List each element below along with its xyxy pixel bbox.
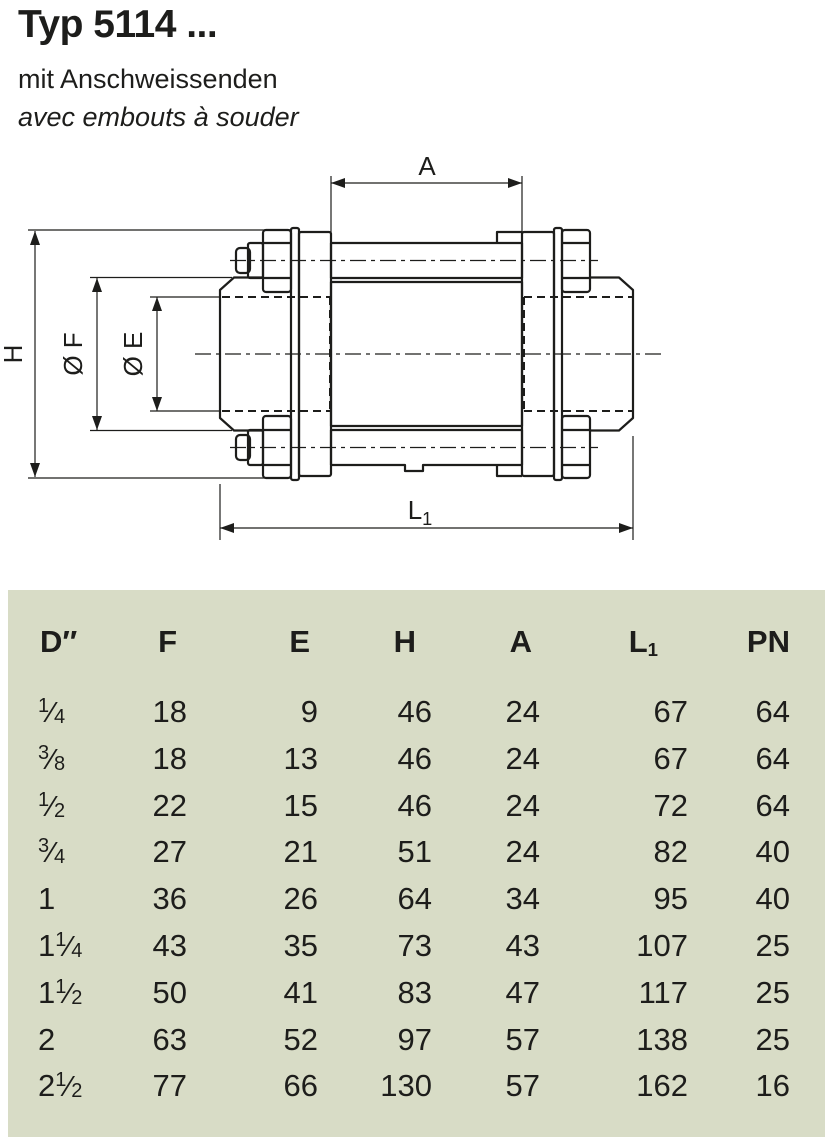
cell-f: 36 — [152, 881, 187, 917]
cell-l1: 67 — [653, 740, 688, 776]
cell-h: 46 — [397, 740, 432, 776]
cell-pn: 25 — [755, 1021, 790, 1057]
cell-pn: 16 — [755, 1068, 790, 1104]
dim-label-e: Ø E — [118, 332, 148, 377]
cell-pn: 25 — [755, 927, 790, 963]
dim-label-f: Ø F — [58, 332, 88, 375]
cell-pn: 64 — [755, 740, 790, 776]
cell-a: 43 — [505, 927, 540, 963]
dim-label-a: A — [418, 151, 436, 181]
cell-e: 35 — [283, 927, 318, 963]
dim-label-l1: L1 — [408, 495, 433, 529]
cell-d: 1⁄2 — [38, 788, 66, 823]
col-header-a: A — [509, 624, 532, 659]
dimension-F: Ø F — [58, 276, 232, 432]
dimension-E: Ø E — [118, 296, 221, 412]
cell-e: 26 — [283, 881, 318, 917]
center-lines — [195, 259, 662, 449]
cell-l1: 95 — [653, 881, 688, 917]
col-header-e: E — [289, 624, 310, 659]
cell-h: 51 — [397, 834, 432, 870]
valve-section-drawing: A H Ø F Ø E L1 — [0, 151, 662, 540]
col-header-f: F — [158, 624, 177, 659]
cell-e: 9 — [300, 694, 318, 729]
cell-h: 46 — [397, 694, 432, 729]
cell-a: 57 — [505, 1021, 540, 1057]
technical-drawing: A H Ø F Ø E L1 — [0, 150, 825, 570]
cell-h: 46 — [397, 787, 432, 823]
col-header-l1: L1 — [628, 624, 658, 660]
cell-f: 63 — [152, 1021, 187, 1057]
cell-a: 57 — [505, 1068, 540, 1104]
cell-f: 18 — [152, 740, 187, 776]
cell-e: 13 — [283, 740, 318, 776]
cell-d: 11⁄4 — [38, 927, 83, 963]
dim-label-h: H — [0, 345, 28, 364]
cell-a: 24 — [505, 834, 540, 870]
dimension-table: D″ F E H A L1 PN 1⁄4 18 9 46 24 67 64 3⁄… — [8, 590, 825, 1137]
cell-f: 27 — [152, 834, 187, 870]
cell-a: 24 — [505, 740, 540, 776]
cell-a: 47 — [505, 974, 540, 1010]
cell-l1: 162 — [636, 1068, 688, 1104]
cell-h: 64 — [397, 881, 432, 917]
cell-l1: 117 — [638, 974, 688, 1010]
dimension-A: A — [330, 151, 523, 240]
cell-d: 1⁄4 — [38, 695, 66, 729]
col-header-h: H — [393, 624, 416, 659]
cell-e: 41 — [283, 974, 318, 1010]
col-header-pn: PN — [746, 624, 790, 659]
cell-d: 11⁄2 — [38, 974, 83, 1010]
union-flanges — [289, 226, 564, 482]
cell-f: 43 — [152, 927, 187, 963]
cell-pn: 25 — [755, 974, 790, 1010]
cell-e: 15 — [283, 787, 318, 823]
cell-l1: 67 — [653, 694, 688, 729]
cell-h: 73 — [397, 927, 432, 963]
cell-f: 18 — [152, 694, 187, 729]
dimension-H: H — [0, 229, 290, 479]
cell-d: 21⁄2 — [38, 1068, 83, 1104]
top-bolt — [234, 228, 592, 294]
cell-f: 77 — [152, 1068, 187, 1104]
cell-a: 34 — [505, 881, 540, 917]
cell-l1: 107 — [636, 927, 688, 963]
right-welding-end — [495, 230, 635, 478]
valve-body — [329, 241, 524, 473]
title-block: Typ 5114 ... mit Anschweissenden avec em… — [18, 3, 299, 133]
cell-h: 130 — [380, 1068, 432, 1104]
cell-l1: 138 — [636, 1021, 688, 1057]
cell-pn: 40 — [755, 834, 790, 870]
cell-l1: 72 — [653, 787, 688, 823]
cell-h: 97 — [397, 1021, 432, 1057]
cell-a: 24 — [505, 787, 540, 823]
cell-pn: 64 — [755, 694, 790, 729]
cell-f: 50 — [152, 974, 187, 1010]
cell-e: 52 — [283, 1021, 318, 1057]
cell-l1: 82 — [653, 834, 688, 870]
cell-h: 83 — [397, 974, 432, 1010]
page-title: Typ 5114 ... — [18, 3, 218, 46]
cell-d: 3⁄8 — [38, 741, 66, 776]
cell-a: 24 — [505, 694, 540, 729]
subtitle-french: avec embouts à souder — [18, 101, 299, 132]
cell-pn: 40 — [755, 881, 790, 917]
col-header-d: D″ — [40, 624, 78, 659]
cell-e: 21 — [283, 834, 318, 870]
subtitle-german: mit Anschweissenden — [18, 63, 278, 94]
cell-d: 1 — [38, 881, 56, 917]
cell-f: 22 — [152, 787, 187, 823]
cell-e: 66 — [283, 1068, 318, 1104]
cell-pn: 64 — [755, 787, 790, 823]
dimension-L1: L1 — [219, 436, 634, 540]
cell-d: 2 — [38, 1021, 56, 1057]
cell-d: 3⁄4 — [38, 835, 66, 870]
